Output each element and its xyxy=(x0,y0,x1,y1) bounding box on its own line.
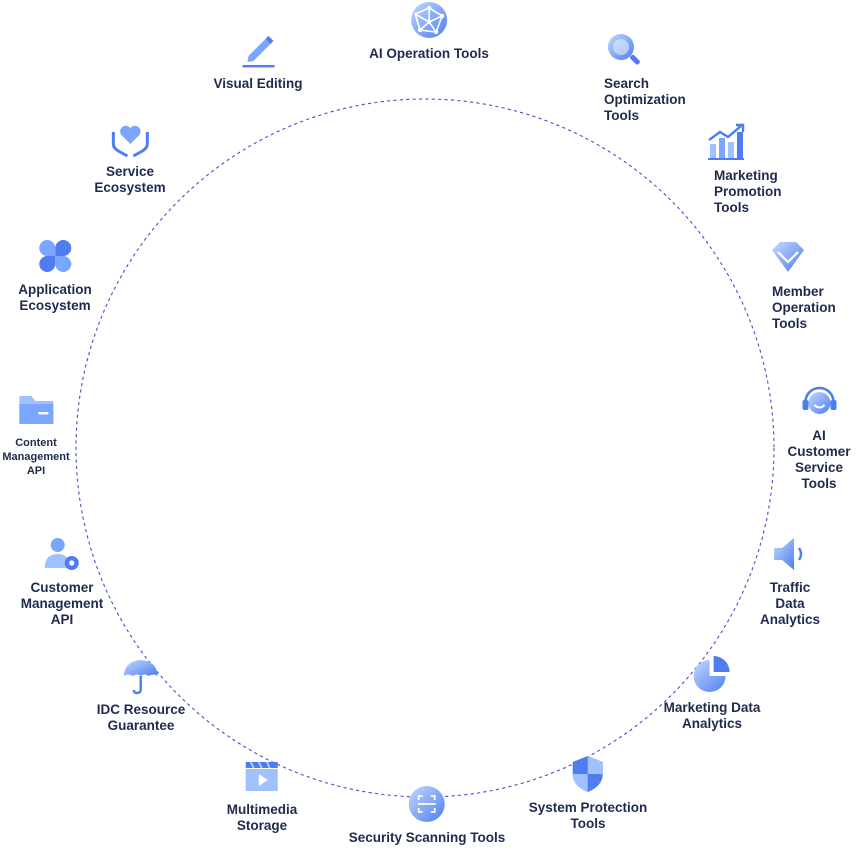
node-visual-editing[interactable]: Visual Editing xyxy=(213,30,303,92)
node-idc-resource-guarantee[interactable]: IDC Resource Guarantee xyxy=(96,656,186,734)
node-label: Application Ecosystem xyxy=(18,282,92,313)
node-customer-management-api[interactable]: Customer Management API xyxy=(20,534,104,628)
node-traffic-data-analytics[interactable]: Traffic Data Analytics xyxy=(755,534,825,628)
node-label: Security Scanning Tools xyxy=(348,830,506,845)
node-label: Marketing Promotion Tools xyxy=(714,168,782,215)
diamond-icon xyxy=(772,242,804,272)
headset-icon xyxy=(802,386,836,414)
node-marketing-data-analytics[interactable]: Marketing Data Analytics xyxy=(663,654,761,732)
node-ai-customer-service-tools[interactable]: AI Customer Service Tools xyxy=(788,382,851,492)
node-search-optimization-tools[interactable]: Search Optimization Tools xyxy=(604,30,686,124)
magnifier-icon xyxy=(608,34,640,65)
shield-icon xyxy=(572,756,603,792)
node-ai-operation-tools[interactable]: AI Operation Tools xyxy=(369,0,489,62)
node-label: Marketing Data Analytics xyxy=(663,700,761,731)
node-label: System Protection Tools xyxy=(528,800,648,831)
node-system-protection-tools[interactable]: System Protection Tools xyxy=(528,754,648,832)
node-content-management-api[interactable]: Content Management API xyxy=(2,390,70,478)
node-label: Content Management API xyxy=(2,437,70,477)
pencil-icon xyxy=(241,36,274,68)
node-label: Customer Management API xyxy=(20,580,104,627)
node-security-scanning-tools[interactable]: Security Scanning Tools xyxy=(348,784,506,846)
node-label: IDC Resource Guarantee xyxy=(96,702,186,733)
node-label: Service Ecosystem xyxy=(94,164,166,195)
node-label: Traffic Data Analytics xyxy=(759,580,821,627)
node-label: Search Optimization Tools xyxy=(604,76,686,123)
hands-heart-icon xyxy=(111,125,149,158)
speaker-icon xyxy=(774,538,803,570)
bar-chart-arrow-icon xyxy=(708,123,745,160)
node-label: Multimedia Storage xyxy=(226,802,298,833)
four-petal-icon xyxy=(39,240,71,272)
node-label: AI Operation Tools xyxy=(369,46,489,61)
node-label: AI Customer Service Tools xyxy=(787,428,851,491)
node-multimedia-storage[interactable]: Multimedia Storage xyxy=(226,756,298,834)
user-gear-icon xyxy=(45,538,79,570)
node-application-ecosystem[interactable]: Application Ecosystem xyxy=(18,236,92,314)
node-service-ecosystem[interactable]: Service Ecosystem xyxy=(94,118,166,196)
folder-icon xyxy=(19,396,53,424)
umbrella-icon xyxy=(124,660,158,695)
node-member-operation-tools[interactable]: Member Operation Tools xyxy=(772,238,836,332)
node-marketing-promotion-tools[interactable]: Marketing Promotion Tools xyxy=(708,122,782,216)
scan-icon xyxy=(409,786,445,822)
pie-chart-icon xyxy=(694,656,730,692)
globe-network-icon xyxy=(410,2,447,38)
node-label: Visual Editing xyxy=(213,76,303,91)
node-label: Member Operation Tools xyxy=(772,284,836,331)
video-play-icon xyxy=(245,761,278,791)
